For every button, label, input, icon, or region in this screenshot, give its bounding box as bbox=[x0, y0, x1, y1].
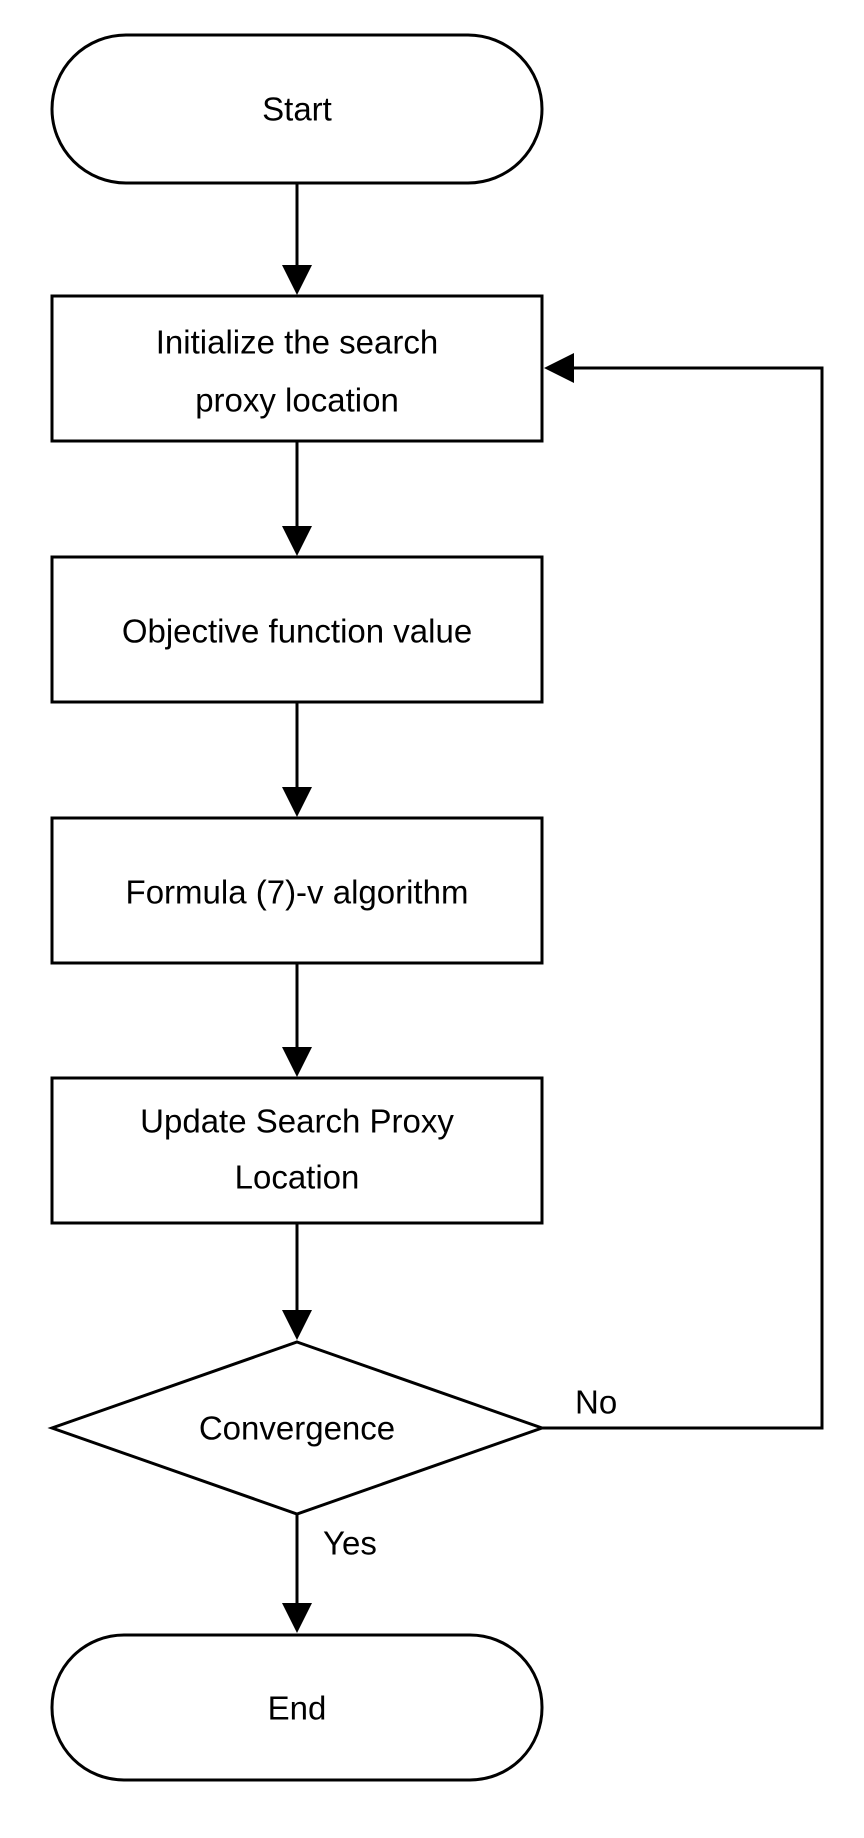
formula-node: Formula (7)-v algorithm bbox=[50, 816, 544, 965]
update-label-line-2: Location bbox=[235, 1159, 360, 1196]
formula-label: Formula (7)-v algorithm bbox=[126, 874, 469, 911]
edge-update-to-convergence-arrowhead bbox=[282, 1310, 312, 1340]
end-terminal-shape bbox=[50, 1633, 544, 1782]
edge-convergence-no-arrowhead bbox=[544, 353, 574, 383]
edge-init-to-objective bbox=[282, 441, 312, 556]
edge-start-to-init bbox=[282, 183, 312, 295]
objective-node: Objective function value bbox=[50, 555, 544, 704]
edge-objective-to-formula-arrowhead bbox=[282, 787, 312, 817]
edge-start-to-init-arrowhead bbox=[282, 265, 312, 295]
end-label: End bbox=[268, 1690, 327, 1727]
update-label-line-1: Update Search Proxy bbox=[140, 1103, 454, 1140]
end-node: End bbox=[50, 1633, 544, 1782]
edge-init-to-objective-arrowhead bbox=[282, 526, 312, 556]
start-node: Start bbox=[50, 33, 544, 185]
edge-convergence-no-to-init: No bbox=[542, 353, 824, 1430]
edge-objective-to-formula bbox=[282, 702, 312, 817]
edge-convergence-no-line bbox=[542, 366, 824, 1430]
start-label: Start bbox=[262, 91, 332, 128]
edge-formula-to-update bbox=[282, 963, 312, 1077]
edge-convergence-yes-arrowhead bbox=[282, 1603, 312, 1633]
init-label-line-2: proxy location bbox=[195, 382, 399, 419]
update-process-shape bbox=[50, 1076, 544, 1225]
objective-process-shape bbox=[50, 555, 544, 704]
convergence-label: Convergence bbox=[199, 1410, 395, 1447]
init-node: Initialize the search proxy location bbox=[50, 294, 544, 443]
edge-convergence-no-label: No bbox=[575, 1384, 617, 1421]
convergence-node: Convergence bbox=[47, 1340, 547, 1516]
objective-label: Objective function value bbox=[122, 613, 472, 650]
edge-update-to-convergence bbox=[282, 1223, 312, 1340]
update-node: Update Search Proxy Location bbox=[50, 1076, 544, 1225]
edge-convergence-yes-label: Yes bbox=[323, 1525, 377, 1562]
formula-process-shape bbox=[50, 816, 544, 965]
init-label-line-1: Initialize the search bbox=[156, 324, 438, 361]
init-process-shape bbox=[50, 294, 544, 443]
edge-formula-to-update-arrowhead bbox=[282, 1047, 312, 1077]
edge-convergence-yes-to-end: Yes bbox=[282, 1514, 377, 1633]
